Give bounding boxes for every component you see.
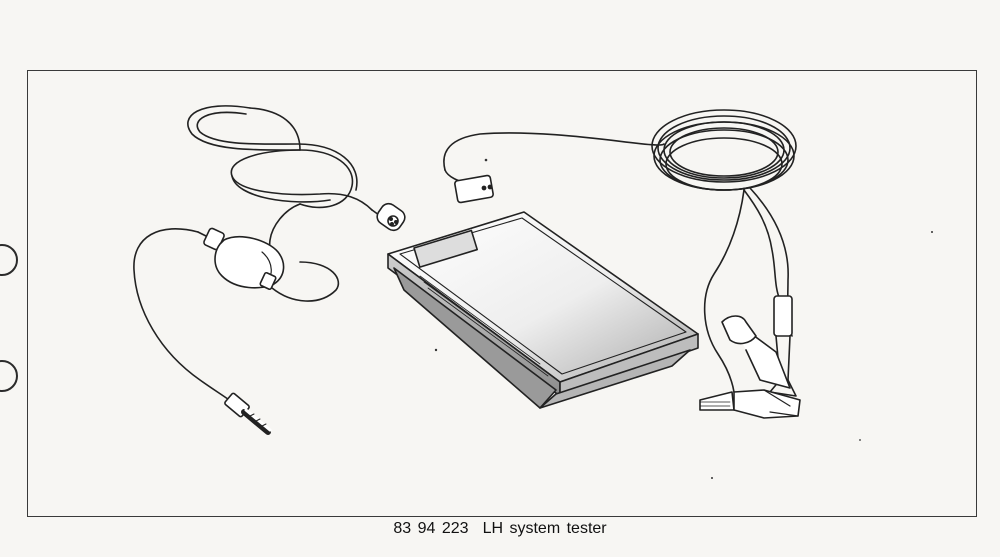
alligator-clips — [699, 187, 801, 419]
figure-frame — [27, 70, 977, 517]
sensor-probe — [133, 227, 340, 435]
figure-caption: 83 94 223 LH system tester — [0, 520, 1000, 538]
tester-unit — [387, 211, 699, 409]
part-number: 83 94 223 — [393, 520, 469, 537]
scan-specks — [434, 158, 933, 479]
figure-title: LH system tester — [482, 520, 607, 537]
right-cable — [443, 132, 665, 204]
cable-coil — [651, 109, 797, 191]
round-connector — [371, 202, 406, 232]
